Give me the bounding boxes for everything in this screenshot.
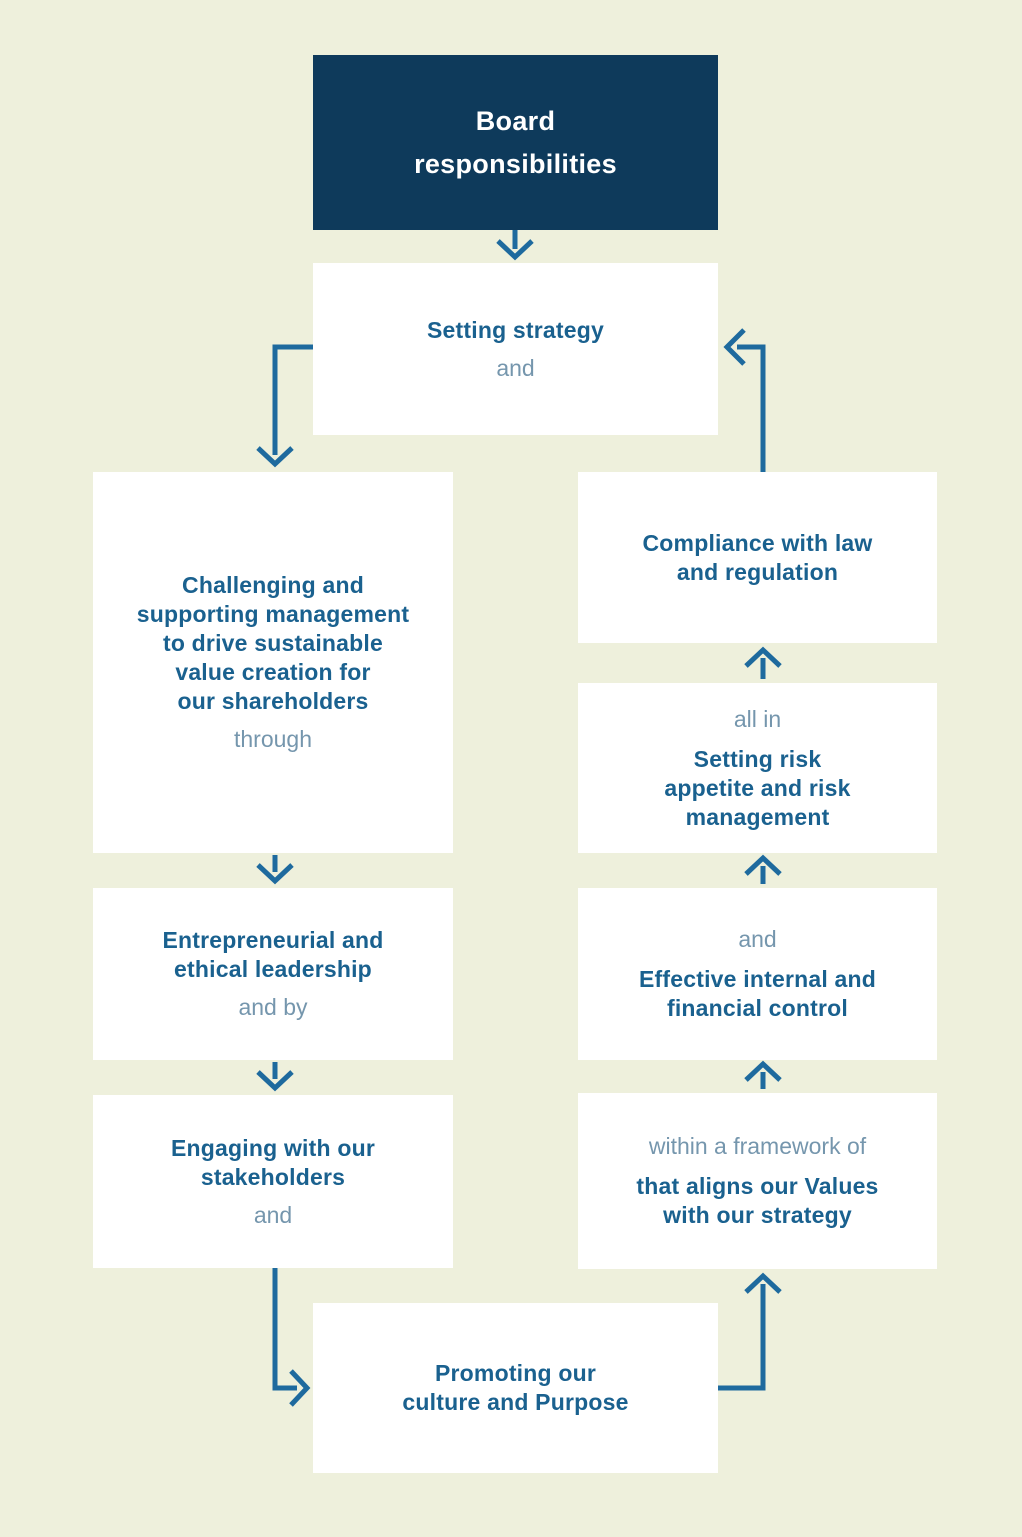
arrow-up-icon (744, 1060, 782, 1089)
header-title: Board responsibilities (414, 100, 617, 186)
node-challenging-supporting-management: Challenging and supporting management to… (93, 472, 453, 853)
arrow-down-icon (496, 229, 534, 261)
connector-word: all in (733, 705, 782, 732)
node-title-line: ethical leadership (174, 956, 372, 982)
node-title-line: Challenging and (182, 572, 364, 598)
header-title-line: Board (475, 105, 556, 136)
connector-word: and (496, 354, 535, 381)
node-title: that aligns our Values with our strategy (636, 1172, 878, 1230)
node-title-line: our shareholders (177, 688, 369, 714)
node-entrepreneurial-ethical-leadership: Entrepreneurial and ethical leadership a… (93, 888, 453, 1060)
node-title-line: Setting risk (693, 745, 822, 772)
header-board-responsibilities: Board responsibilities (313, 55, 718, 230)
node-setting-strategy: Setting strategy and (313, 263, 718, 435)
node-title: Setting strategy (427, 316, 604, 345)
arrow-right-icon (272, 1268, 311, 1407)
arrow-up-icon (744, 646, 782, 679)
node-title-line: appetite and risk (664, 774, 851, 801)
node-title-line: Effective internal and (638, 966, 877, 992)
node-risk-appetite-management: all in Setting risk appetite and risk ma… (578, 683, 937, 853)
arrow-down-icon (256, 1062, 294, 1092)
node-title-line: management (685, 803, 830, 830)
node-title-line: Entrepreneurial and (162, 927, 384, 953)
node-title: Effective internal and financial control (639, 965, 876, 1023)
node-title-line: Promoting our (434, 1360, 597, 1386)
node-compliance-law-regulation: Compliance with law and regulation (578, 472, 937, 643)
node-title-line: Engaging with our (171, 1134, 375, 1161)
node-effective-internal-financial-control: and Effective internal and financial con… (578, 888, 937, 1060)
node-title-line: supporting management (136, 601, 410, 627)
node-title-line: Setting strategy (426, 316, 604, 343)
connector-word: through (233, 726, 312, 752)
node-title: Promoting our culture and Purpose (402, 1359, 628, 1417)
node-title-line: value creation for (175, 659, 371, 685)
node-title-line: stakeholders (200, 1163, 346, 1190)
arrow-down-icon (256, 855, 294, 885)
node-title-line: to drive sustainable (162, 630, 383, 656)
node-title: Setting risk appetite and risk managemen… (664, 745, 850, 832)
connector-word: within a framework of (648, 1133, 867, 1159)
arrow-up-icon (744, 854, 782, 884)
header-title-line: responsibilities (414, 148, 617, 179)
node-title-line: with our strategy (663, 1202, 852, 1228)
connector-word: and (253, 1201, 293, 1228)
node-title-line: culture and Purpose (402, 1389, 629, 1415)
node-title-line: and regulation (676, 558, 839, 585)
node-title: Compliance with law and regulation (642, 529, 872, 587)
arrow-up-icon (718, 1272, 782, 1391)
connector-word: and by (238, 994, 308, 1020)
node-engaging-stakeholders: Engaging with our stakeholders and (93, 1095, 453, 1268)
node-title-line: financial control (666, 995, 849, 1021)
arrow-left-icon (723, 328, 766, 472)
node-title: Entrepreneurial and ethical leadership (162, 926, 383, 984)
arrow-down-icon (256, 344, 313, 468)
node-title: Challenging and supporting management to… (137, 571, 410, 716)
node-promoting-culture-purpose: Promoting our culture and Purpose (313, 1303, 718, 1473)
node-values-framework: within a framework of that aligns our Va… (578, 1093, 937, 1269)
node-title: Engaging with our stakeholders (171, 1134, 375, 1192)
connector-word: and (738, 926, 777, 952)
node-title-line: that aligns our Values (636, 1173, 879, 1199)
node-title-line: Compliance with law (642, 529, 873, 556)
